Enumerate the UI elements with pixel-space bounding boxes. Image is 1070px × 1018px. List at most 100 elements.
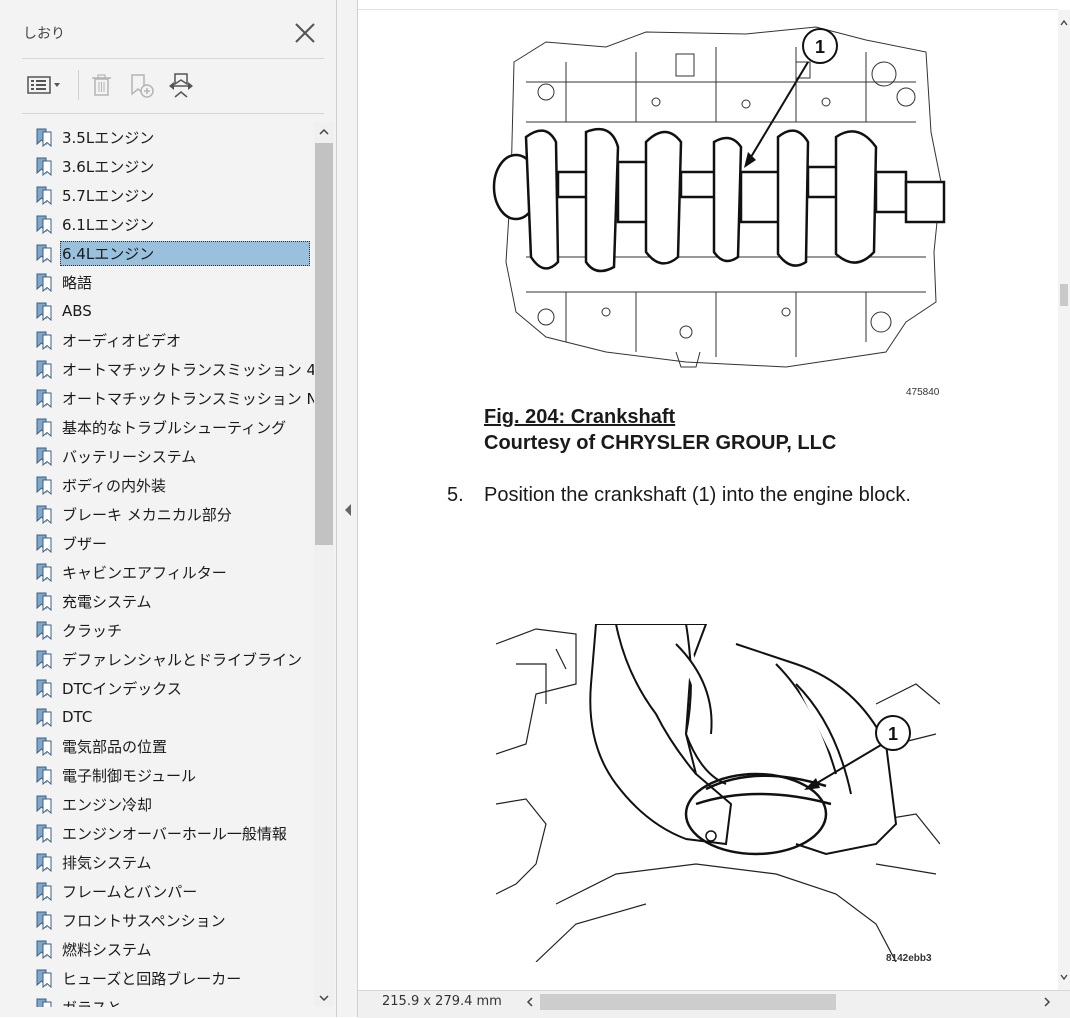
bookmark-item[interactable]: オートマチックトランスミッション 42RLE	[34, 357, 314, 381]
bookmark-label: DTC	[62, 708, 93, 726]
bookmarks-panel: しおり	[0, 0, 337, 1017]
bookmark-item[interactable]: 5.7Lエンジン	[34, 183, 314, 207]
bookmark-icon	[36, 766, 52, 785]
bookmark-item[interactable]: フレームとバンパー	[34, 879, 314, 903]
delete-bookmark-button[interactable]	[86, 70, 116, 100]
bookmark-item[interactable]: 6.1Lエンジン	[34, 212, 314, 236]
scroll-up-button[interactable]	[314, 123, 334, 141]
bookmark-label: バッテリーシステム	[62, 447, 197, 466]
bookmark-label: 3.6Lエンジン	[62, 157, 155, 176]
page-top-edge	[358, 9, 1058, 10]
bookmark-label: ボディの内外装	[62, 476, 166, 495]
bookmark-icon	[36, 360, 52, 379]
scroll-right-button[interactable]	[1040, 993, 1054, 1011]
bookmark-label: ガラスと...	[60, 996, 138, 1008]
expand-bookmark-button[interactable]	[166, 70, 196, 100]
bookmark-options-button[interactable]	[24, 70, 64, 100]
bookmark-icon	[36, 998, 52, 1007]
bookmark-item[interactable]: DTC	[34, 705, 314, 729]
bookmark-label: ヒューズと回路ブレーカー	[62, 969, 242, 988]
chevron-up-icon	[319, 128, 329, 135]
document-viewer[interactable]: 1 475840 Fig. 204: Crankshaft Courtesy o…	[358, 0, 1058, 990]
bookmark-item[interactable]: 3.6Lエンジン	[34, 154, 314, 178]
bookmark-icon	[36, 969, 52, 988]
bookmark-list-scrollbar[interactable]	[314, 123, 334, 1007]
bookmark-item[interactable]: オーディオビデオ	[34, 328, 314, 352]
bookmark-item[interactable]: ボディの内外装	[34, 473, 314, 497]
scroll-down-button[interactable]	[1058, 970, 1070, 984]
bookmark-icon	[36, 186, 52, 205]
bookmark-options-icon	[27, 76, 60, 94]
close-panel-button[interactable]	[292, 20, 318, 46]
header-divider	[22, 58, 324, 59]
bookmark-icon	[36, 534, 52, 553]
bookmark-item[interactable]: クラッチ	[34, 618, 314, 642]
scroll-up-button[interactable]	[1058, 16, 1070, 30]
horizontal-scrollbar-thumb[interactable]	[540, 994, 836, 1010]
bookmark-item[interactable]: 6.4Lエンジン	[34, 240, 314, 266]
chevron-down-icon	[319, 995, 329, 1002]
collapse-panel-icon[interactable]	[344, 503, 352, 517]
bookmark-item[interactable]: DTCインデックス	[34, 676, 314, 700]
bookmark-item[interactable]: 基本的なトラブルシューティング	[34, 415, 314, 439]
bookmark-item[interactable]: バッテリーシステム	[34, 444, 314, 468]
bookmark-item[interactable]: ヒューズと回路ブレーカー	[34, 966, 314, 990]
panel-splitter[interactable]	[337, 0, 358, 1017]
bookmark-item[interactable]: デファレンシャルとドライブライン	[34, 647, 314, 671]
figure2-code: 8142ebb3	[886, 953, 932, 964]
bookmark-label: ブザー	[62, 534, 108, 553]
bookmark-label: ブレーキ メカニカル部分	[62, 505, 232, 524]
bookmark-icon	[36, 563, 52, 582]
bookmark-item[interactable]: フロントサスペンション	[34, 908, 314, 932]
bookmark-label: 基本的なトラブルシューティング	[62, 418, 287, 437]
bookmark-icon	[36, 447, 52, 466]
page-size-label: 215.9 x 279.4 mm	[382, 994, 502, 1009]
bookmark-label: 排気システム	[62, 853, 152, 872]
bookmark-item[interactable]: オートマチックトランスミッション NAG1	[34, 386, 314, 410]
bookmark-icon	[36, 882, 52, 901]
bookmark-label: デファレンシャルとドライブライン	[62, 650, 303, 669]
bookmark-icon	[36, 244, 52, 263]
bookmark-label: ABS	[62, 302, 92, 320]
horizontal-scrollbar[interactable]	[540, 994, 1040, 1010]
bookmark-label: エンジン冷却	[62, 795, 153, 814]
bookmark-item[interactable]: エンジンオーバーホール一般情報	[34, 821, 314, 845]
bookmark-item[interactable]: ブザー	[34, 531, 314, 555]
bookmark-icon	[36, 331, 52, 350]
bookmark-icon	[36, 795, 52, 814]
new-bookmark-icon	[131, 74, 154, 98]
bookmark-item[interactable]: 充電システム	[34, 589, 314, 613]
bookmark-item[interactable]: 電子制御モジュール	[34, 763, 314, 787]
bookmark-icon	[36, 621, 52, 640]
figure1-callout-label: 1	[815, 37, 825, 57]
scrollbar-thumb[interactable]	[1060, 284, 1068, 306]
bookmark-item[interactable]: 燃料システム	[34, 937, 314, 961]
bookmark-label: 略語	[62, 273, 93, 292]
document-scrollbar[interactable]	[1058, 10, 1070, 990]
bookmark-label: エンジンオーバーホール一般情報	[62, 824, 287, 843]
bookmark-list: 3.5Lエンジン 3.6Lエンジン 5.7Lエンジン 6.1Lエンジン 6.4Lエンジン…	[0, 123, 314, 1007]
bookmark-item[interactable]: 3.5Lエンジン	[34, 125, 314, 149]
bookmark-item[interactable]: 排気システム	[34, 850, 314, 874]
bookmark-item[interactable]: ガラスと...	[34, 995, 314, 1007]
bookmark-icon	[36, 476, 52, 495]
new-bookmark-button[interactable]	[126, 70, 156, 100]
bookmark-icon	[36, 911, 52, 930]
bookmark-item[interactable]: キャビンエアフィルター	[34, 560, 314, 584]
bookmarks-panel-title: しおり	[23, 26, 65, 42]
bookmark-label: フロントサスペンション	[62, 911, 226, 930]
bookmark-icon	[36, 215, 52, 234]
bookmark-label: 燃料システム	[62, 940, 152, 959]
bookmark-item[interactable]: ABS	[34, 299, 314, 323]
bookmark-label: クラッチ	[62, 621, 123, 640]
bookmark-icon	[36, 273, 52, 292]
bookmark-item[interactable]: ブレーキ メカニカル部分	[34, 502, 314, 526]
scrollbar-thumb[interactable]	[315, 143, 333, 545]
scroll-down-button[interactable]	[314, 989, 334, 1007]
bookmark-label: DTCインデックス	[62, 679, 182, 698]
bookmark-item[interactable]: 略語	[34, 270, 314, 294]
scroll-left-button[interactable]	[523, 993, 537, 1011]
bookmark-label: キャビンエアフィルター	[62, 563, 227, 582]
bookmark-item[interactable]: 電気部品の位置	[34, 734, 314, 758]
bookmark-item[interactable]: エンジン冷却	[34, 792, 314, 816]
